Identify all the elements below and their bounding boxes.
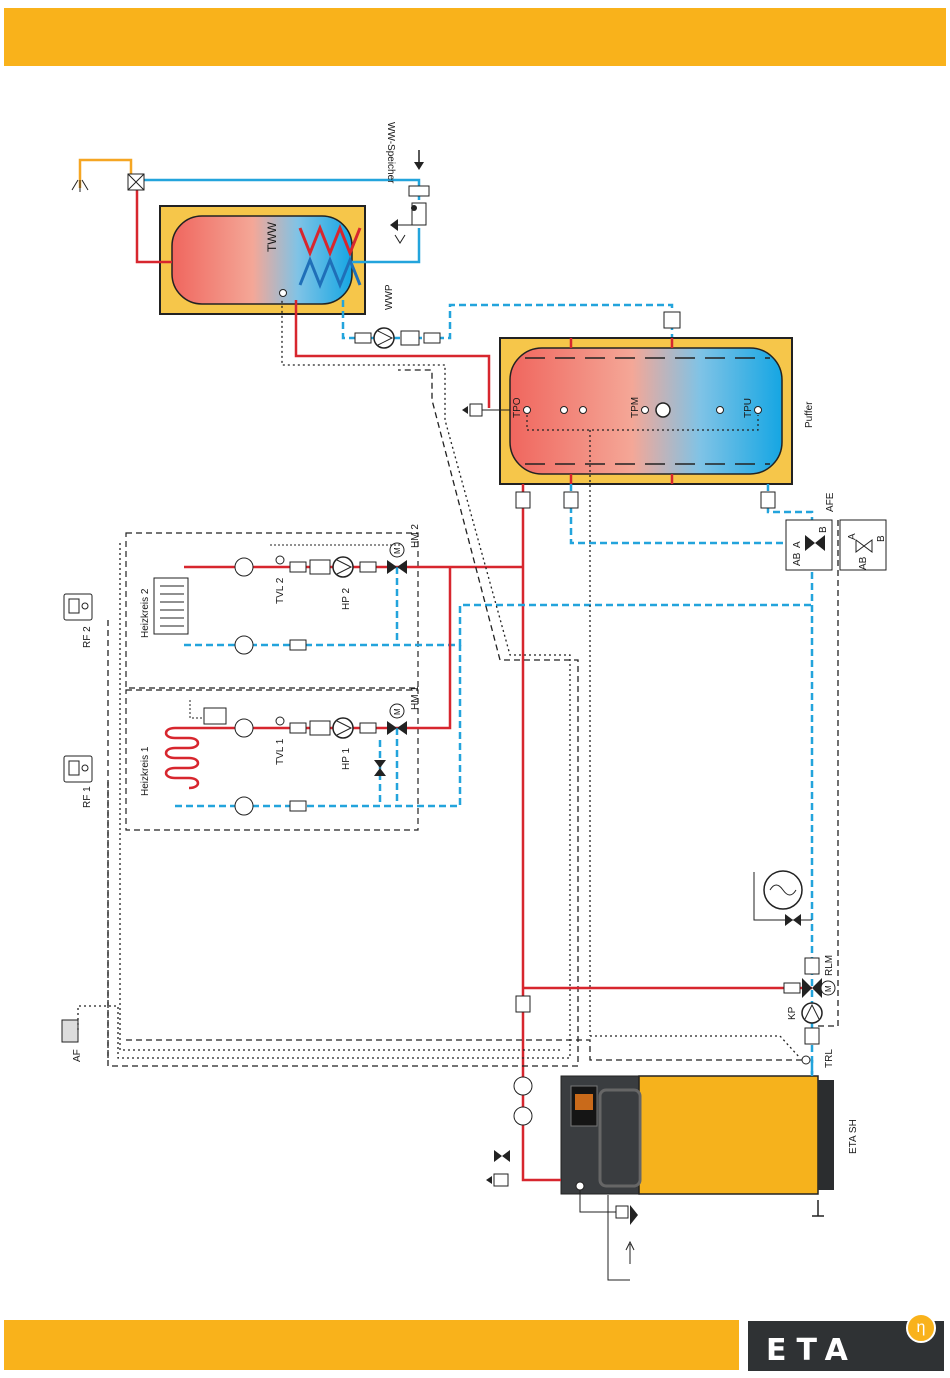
label-tpo: TPO bbox=[512, 397, 523, 418]
dhw-tank bbox=[160, 206, 365, 314]
label-heizkreis1: Heizkreis 1 bbox=[140, 746, 151, 796]
cold-water-inlet-arrow-icon bbox=[414, 162, 424, 170]
logo-text: ETA bbox=[766, 1333, 858, 1368]
valve-icon bbox=[355, 333, 371, 343]
label-legend-ab: AB bbox=[858, 556, 869, 570]
label-ww-speicher: WW-Speicher bbox=[385, 122, 396, 184]
thermostat-icon bbox=[204, 708, 226, 724]
thermometer-icon bbox=[514, 1077, 532, 1095]
eta-symbol-icon: η bbox=[906, 1313, 936, 1343]
label-puffer: Puffer bbox=[804, 401, 815, 428]
tww-sensor bbox=[280, 290, 287, 297]
valve-icon bbox=[805, 958, 819, 974]
check-valve-icon bbox=[310, 560, 330, 574]
label-hm2: HM 2 bbox=[410, 524, 421, 548]
thermal-discharge-valve-icon bbox=[630, 1205, 638, 1225]
label-valve-ab: AB bbox=[792, 552, 803, 566]
valve-icon bbox=[784, 983, 800, 993]
label-trl: TRL bbox=[824, 1049, 835, 1068]
tpo-sensor bbox=[524, 407, 531, 414]
check-valve-icon bbox=[310, 721, 330, 735]
heating-element-icon bbox=[656, 403, 670, 417]
thermometer-icon bbox=[235, 719, 253, 737]
valve-icon bbox=[516, 492, 530, 508]
eta-sh-boiler bbox=[486, 1060, 834, 1280]
tpm-sensor bbox=[642, 407, 649, 414]
label-rlm: RLM bbox=[824, 955, 835, 976]
valve-icon bbox=[564, 492, 578, 508]
tpu-sensor bbox=[755, 407, 762, 414]
air-vent-icon bbox=[470, 404, 482, 416]
label-kp: KP bbox=[787, 1006, 798, 1020]
af-outdoor-sensor-icon bbox=[62, 1020, 78, 1042]
label-motor-hm1: M bbox=[393, 708, 402, 715]
thermometer-icon bbox=[235, 558, 253, 576]
valve-icon bbox=[516, 996, 530, 1012]
tvl1-sensor bbox=[276, 717, 284, 725]
label-legend-a: A bbox=[847, 533, 858, 540]
dhw-inlet-valve-icon bbox=[409, 186, 429, 196]
valve-icon bbox=[424, 333, 440, 343]
label-motor-rlm: M bbox=[824, 985, 833, 992]
label-heizkreis2: Heizkreis 2 bbox=[140, 588, 151, 638]
safety-valve-icon bbox=[494, 1150, 510, 1162]
boiler-return-circuit bbox=[516, 871, 835, 1064]
label-tvl2: TVL 2 bbox=[275, 577, 286, 604]
trl-sensor bbox=[802, 1056, 810, 1064]
label-valve-a: A bbox=[792, 541, 803, 548]
label-hp2: HP 2 bbox=[341, 588, 352, 610]
valve-icon bbox=[290, 723, 306, 733]
check-valve-icon bbox=[401, 331, 419, 345]
valve-icon bbox=[805, 1028, 819, 1044]
label-tpm: TPM bbox=[630, 397, 641, 418]
label-valve-b: B bbox=[818, 526, 829, 533]
valve-icon bbox=[761, 492, 775, 508]
overflow-valve-icon bbox=[374, 760, 386, 776]
label-wwp: WWP bbox=[384, 284, 395, 310]
label-motor-hm2: M bbox=[393, 547, 402, 554]
label-legend-b: B bbox=[876, 535, 887, 542]
label-tww: TWW bbox=[265, 221, 279, 252]
safety-valve-icon bbox=[390, 219, 398, 231]
shower-icon bbox=[72, 180, 88, 192]
label-hm1: HM 1 bbox=[410, 686, 421, 710]
valve-icon bbox=[290, 640, 306, 650]
eta-logo: ETA η bbox=[748, 1321, 944, 1371]
valve-icon bbox=[290, 562, 306, 572]
footer-band bbox=[4, 1320, 739, 1370]
label-hp1: HP 1 bbox=[341, 748, 352, 770]
valve-icon bbox=[664, 312, 680, 328]
heating-circuit-2 bbox=[126, 533, 812, 688]
floor-heating-icon bbox=[166, 728, 198, 788]
room-sensors bbox=[62, 594, 92, 1042]
label-eta-sh: ETA SH bbox=[848, 1119, 859, 1154]
valve-icon bbox=[360, 562, 376, 572]
label-tvl1: TVL 1 bbox=[275, 738, 286, 765]
thermometer-icon bbox=[235, 797, 253, 815]
label-tpu: TPU bbox=[743, 398, 754, 418]
label-af: AF bbox=[72, 1049, 83, 1062]
thermometer-icon bbox=[235, 636, 253, 654]
label-afe: AFE bbox=[825, 492, 836, 512]
label-rf2: RF 2 bbox=[82, 626, 93, 648]
air-vent-icon bbox=[494, 1174, 508, 1186]
valve-icon bbox=[290, 801, 306, 811]
label-rf1: RF 1 bbox=[82, 786, 93, 808]
valve-icon bbox=[360, 723, 376, 733]
manometer-icon bbox=[514, 1107, 532, 1125]
tvl2-sensor bbox=[276, 556, 284, 564]
